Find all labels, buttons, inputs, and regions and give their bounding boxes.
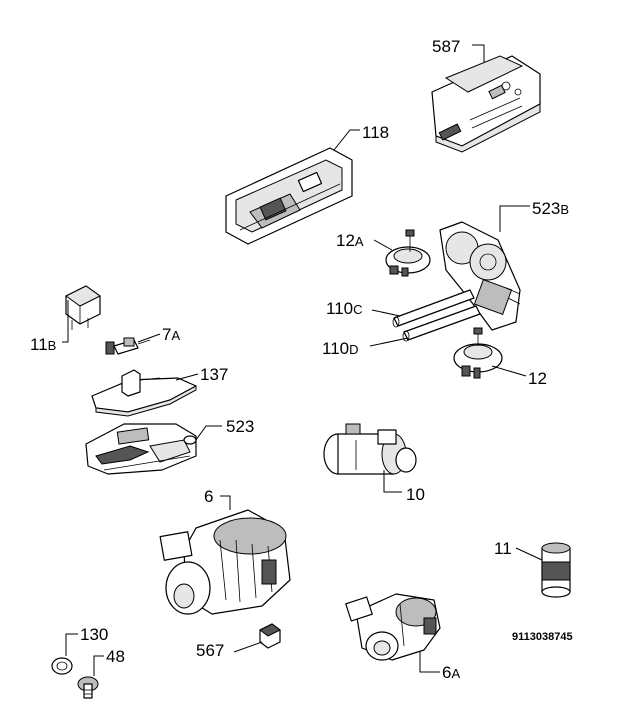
callout-11b: 11B bbox=[30, 300, 69, 354]
callout-110c-label: 110C bbox=[326, 299, 363, 318]
callout-523b: 523B bbox=[499, 199, 569, 232]
callout-10: 10 bbox=[383, 470, 425, 504]
callout-7a: 7A bbox=[137, 325, 180, 344]
callout-130: 130 bbox=[65, 625, 108, 656]
part-523-sump[interactable] bbox=[85, 423, 197, 475]
callout-567: 567 bbox=[196, 641, 263, 660]
callout-12a-label: 12A bbox=[336, 231, 364, 250]
callout-523b-label: 523B bbox=[532, 199, 569, 218]
part-11-capacitor[interactable] bbox=[541, 542, 571, 598]
part-11b-relay[interactable] bbox=[65, 285, 101, 330]
part-12a-pressure-switch[interactable] bbox=[385, 229, 431, 277]
callout-11b-label: 11B bbox=[30, 335, 56, 354]
callout-11-label: 11 bbox=[494, 539, 512, 558]
part-130-seal-ring[interactable] bbox=[51, 657, 73, 675]
part-137-cover[interactable] bbox=[91, 369, 197, 417]
callout-6a-label: 6A bbox=[442, 663, 460, 682]
callout-12: 12 bbox=[491, 365, 547, 388]
callout-118: 118 bbox=[333, 123, 389, 151]
part-523b-pressure-chamber[interactable] bbox=[439, 221, 521, 331]
callout-48: 48 bbox=[93, 647, 125, 676]
part-12-pressure-switch[interactable] bbox=[453, 327, 503, 379]
part-10-heater-unit[interactable] bbox=[323, 423, 417, 475]
callout-110d-label: 110D bbox=[322, 339, 359, 358]
callout-12-label: 12 bbox=[528, 369, 547, 388]
callout-567-label: 567 bbox=[196, 641, 224, 660]
part-587-control-module[interactable] bbox=[431, 55, 541, 153]
callout-6: 6 bbox=[204, 487, 231, 510]
callout-10-label: 10 bbox=[406, 485, 425, 504]
part-6-circulation-pump[interactable] bbox=[159, 509, 291, 615]
callout-12a: 12A bbox=[336, 231, 393, 251]
callout-523: 523 bbox=[195, 417, 254, 441]
callout-587: 587 bbox=[432, 37, 485, 62]
callout-137: 137 bbox=[175, 365, 228, 384]
callout-118-label: 118 bbox=[362, 123, 389, 142]
part-118-detergent-dispenser[interactable] bbox=[225, 147, 353, 245]
part-7a-clip[interactable] bbox=[105, 337, 151, 355]
callout-523-label: 523 bbox=[226, 417, 254, 436]
callout-6-label: 6 bbox=[204, 487, 213, 506]
callout-6a: 6A bbox=[419, 652, 460, 682]
callout-587-label: 587 bbox=[432, 37, 460, 56]
part-567-clip[interactable] bbox=[259, 623, 281, 649]
part-48-screw[interactable] bbox=[77, 676, 99, 699]
callout-137-label: 137 bbox=[200, 365, 228, 384]
document-number: 9113038745 bbox=[512, 631, 573, 643]
callout-110d: 110D bbox=[322, 337, 409, 358]
callout-48-label: 48 bbox=[106, 647, 125, 666]
callout-130-label: 130 bbox=[80, 625, 108, 644]
callout-11: 11 bbox=[494, 539, 543, 561]
callout-110c: 110C bbox=[326, 299, 401, 318]
part-110-hoses[interactable] bbox=[392, 289, 481, 342]
part-6a-drain-pump[interactable] bbox=[345, 593, 441, 661]
callout-7a-label: 7A bbox=[162, 325, 180, 344]
